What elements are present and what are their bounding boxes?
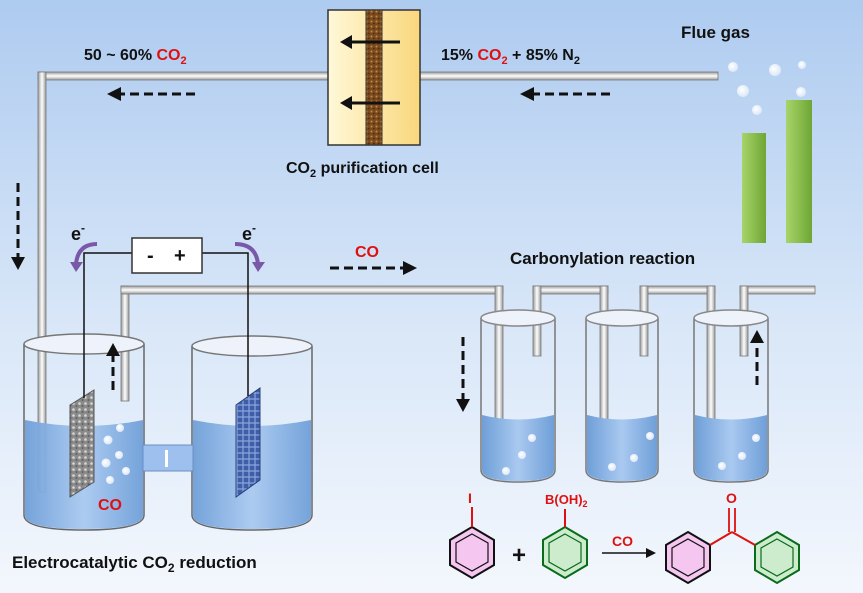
- electron-arrow-icon: [234, 242, 260, 265]
- electron-label-cathode: e-: [71, 221, 85, 244]
- iodobenzene: I: [449, 490, 495, 580]
- plus-sign: +: [512, 542, 526, 569]
- carbonylation-reactors: [480, 309, 769, 483]
- electrocatalytic-label: Electrocatalytic CO2 reduction: [12, 553, 257, 575]
- reagent-label: CO: [612, 533, 633, 549]
- feed-gas-label: 15% CO2 + 85% N2: [441, 47, 580, 67]
- smoke-puffs: [728, 61, 806, 115]
- svg-text:I: I: [468, 490, 472, 506]
- co-flow-label: CO: [355, 244, 379, 261]
- electrolyzer: [23, 237, 313, 531]
- purification-cell-label: CO2 purification cell: [286, 160, 439, 180]
- svg-text:B(OH)2: B(OH)2: [545, 492, 588, 509]
- reaction-scheme: I + B(OH)2 CO O: [449, 490, 800, 585]
- chimneys: [742, 100, 812, 243]
- carbonylation-label: Carbonylation reaction: [510, 249, 695, 268]
- anode-wire: [200, 252, 249, 396]
- power-supply: [131, 237, 203, 274]
- co2-purification-cell: [327, 9, 421, 146]
- cathode-wire: [83, 252, 135, 398]
- co-bubbles: [101, 424, 130, 484]
- co-cathode-label: CO: [98, 497, 122, 514]
- svg-text:O: O: [726, 490, 737, 506]
- purified-gas-label: 50 ~ 60% CO2: [84, 47, 187, 67]
- flow-arrows: [16, 92, 759, 400]
- chimney-short: [742, 133, 766, 243]
- electron-label-anode: e-: [242, 221, 256, 244]
- anode-electrode: [235, 387, 261, 498]
- power-plus-label: +: [174, 245, 186, 267]
- flow-arrowheads: [11, 87, 764, 412]
- electron-arrow-icon: [74, 242, 98, 265]
- phenylboronic-acid: B(OH)2: [542, 492, 588, 580]
- cathode-electrode: [69, 389, 95, 498]
- power-minus-label: -: [147, 245, 154, 267]
- chimney-tall: [786, 100, 812, 243]
- benzophenone: O: [665, 490, 800, 585]
- flue-gas-label: Flue gas: [681, 23, 750, 42]
